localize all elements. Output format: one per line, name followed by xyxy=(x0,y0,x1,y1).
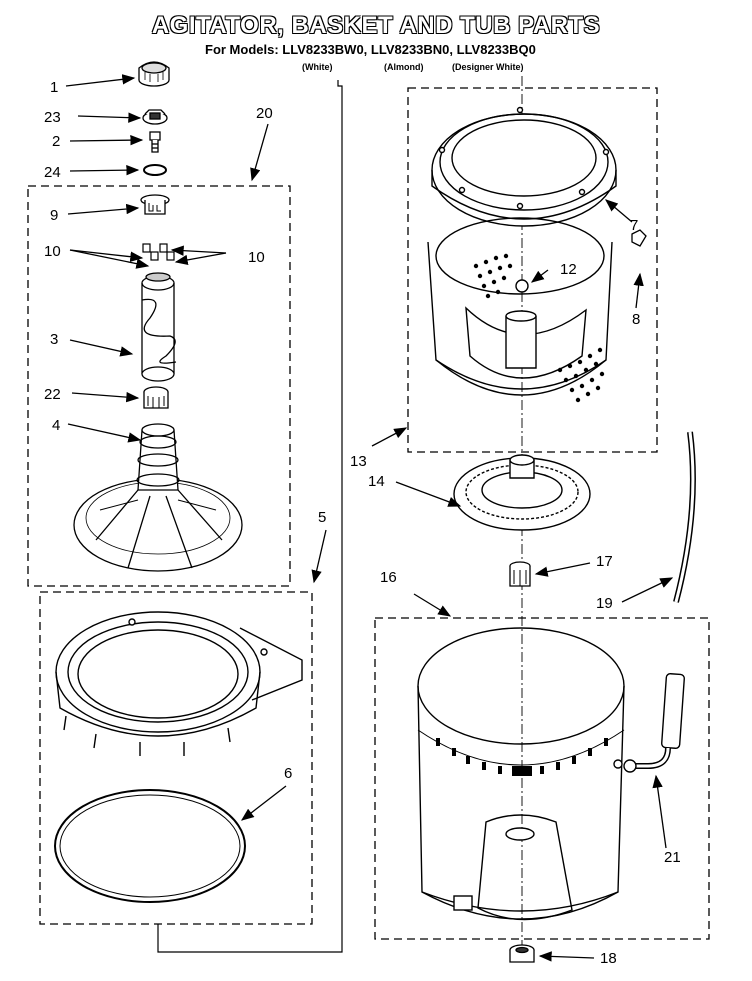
agitator-coupling-part xyxy=(143,386,169,409)
o-ring-part xyxy=(143,164,167,176)
callout-23: 23 xyxy=(44,109,61,126)
callout-5: 5 xyxy=(318,509,326,526)
callout-9: 9 xyxy=(50,207,58,224)
cap-retainer-part xyxy=(142,109,168,125)
callout-13: 13 xyxy=(350,453,367,470)
callout-22: 22 xyxy=(44,386,61,403)
callout-17: 17 xyxy=(596,553,613,570)
callout-2: 2 xyxy=(52,133,60,150)
callout-20: 20 xyxy=(256,105,273,122)
tub-hose-part xyxy=(613,673,685,773)
agitator-dogs-part xyxy=(142,243,175,261)
diagram-title: AGITATOR, BASKET AND TUB PARTS xyxy=(151,12,601,39)
agitator-cam-part xyxy=(140,194,170,215)
callout-19: 19 xyxy=(596,595,613,612)
tub-gasket-part xyxy=(54,789,246,903)
connector-line xyxy=(157,80,343,953)
color-label-white: (White) xyxy=(302,62,333,72)
tub-ring-part xyxy=(55,611,303,756)
tub-vents xyxy=(436,738,608,776)
color-label-almond: (Almond) xyxy=(384,62,424,72)
callout-1: 1 xyxy=(50,79,58,96)
basket-group-box xyxy=(407,87,658,453)
bottom-nut-part xyxy=(509,944,535,963)
leader-arrows xyxy=(65,74,674,962)
outer-tub-part xyxy=(417,627,625,921)
callout-24: 24 xyxy=(44,164,61,181)
callout-8: 8 xyxy=(632,311,640,328)
agitator-cap-part xyxy=(138,61,170,87)
callout-12: 12 xyxy=(560,261,577,278)
drive-plate-part xyxy=(453,454,591,531)
callout-10-left: 10 xyxy=(44,243,61,260)
callout-14: 14 xyxy=(368,473,385,490)
callout-7: 7 xyxy=(630,217,638,234)
callout-18: 18 xyxy=(600,950,617,967)
callout-10-right: 10 xyxy=(248,249,265,266)
models-line: For Models: LLV8233BW0, LLV8233BN0, LLV8… xyxy=(205,42,536,57)
hub-group-box xyxy=(39,591,313,925)
callout-6: 6 xyxy=(284,765,292,782)
callout-16: 16 xyxy=(380,569,397,586)
agitator-bolt-part xyxy=(149,131,161,153)
callout-21: 21 xyxy=(664,849,681,866)
agitator-group-box xyxy=(27,185,291,587)
callout-4: 4 xyxy=(52,417,60,434)
balance-ring-part xyxy=(431,106,617,227)
wash-basket-part xyxy=(427,217,613,396)
basket-holes xyxy=(473,253,605,403)
tub-group-box xyxy=(374,617,710,940)
spin-nut-part xyxy=(509,561,531,587)
callout-3: 3 xyxy=(50,331,58,348)
ring-clip-part xyxy=(631,229,647,247)
color-label-designer-white: (Designer White) xyxy=(452,62,524,72)
agitator-auger-part xyxy=(141,272,177,382)
agitator-base-part xyxy=(73,423,243,572)
